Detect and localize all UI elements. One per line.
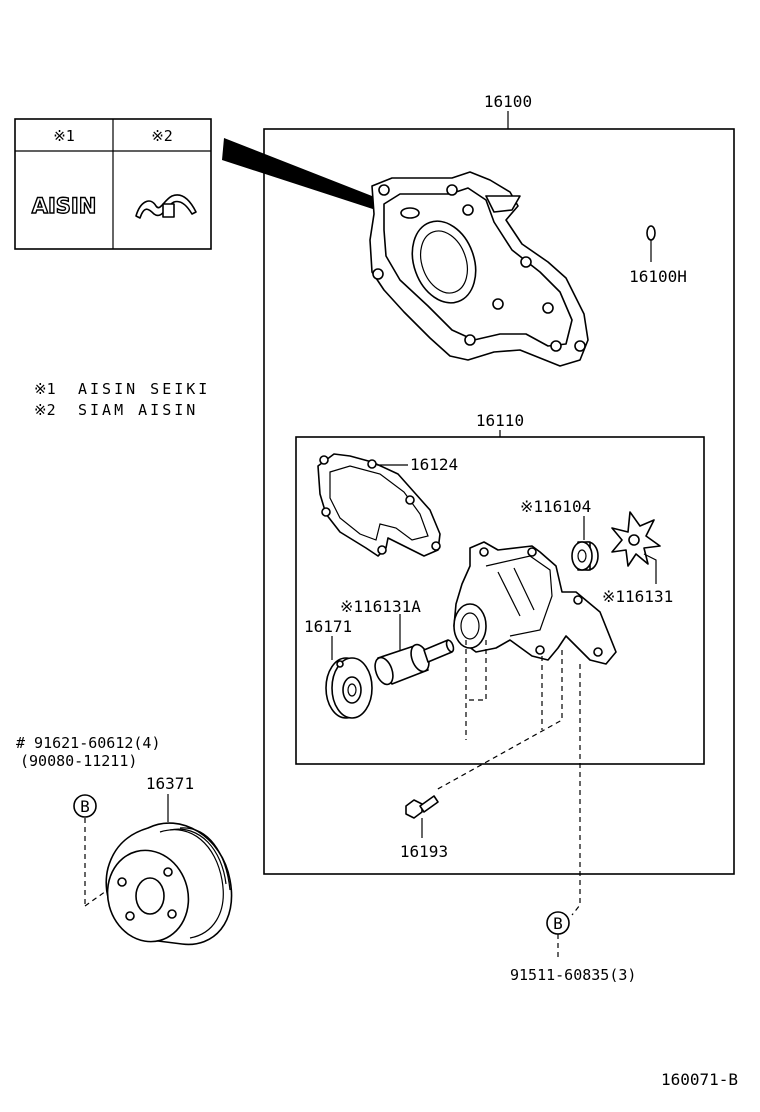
bolt-16193	[405, 795, 439, 819]
seat-16171	[325, 657, 373, 719]
bolt-alignment-lines	[435, 640, 581, 916]
pulley-bolt-label-2: (90080-11211)	[20, 752, 137, 770]
gasket-16124	[317, 453, 441, 557]
part-label-16100: 16100	[484, 92, 532, 111]
manufacturer-legend-table: ※1 ※2 AISIN	[14, 118, 212, 250]
part-label-16104: ※116104	[520, 497, 591, 516]
legend-note-2-text: SIAM AISIN	[78, 401, 198, 419]
seal-16104	[571, 541, 599, 571]
pump-body	[453, 541, 617, 665]
callout-b-pulley-icon	[73, 794, 97, 818]
part-label-16124: 16124	[410, 455, 458, 474]
callout-b-pulley-letter: B	[80, 797, 90, 816]
part-label-16171: 16171	[304, 617, 352, 636]
legend-note-2-mark: ※2	[34, 401, 56, 419]
legend-note-1-mark: ※1	[34, 380, 56, 398]
legend-header-1: ※1	[53, 127, 75, 145]
pump-cover-plate	[369, 171, 589, 367]
pulley-16371	[105, 822, 233, 946]
legend-header-2: ※2	[151, 127, 173, 145]
pulley-bolt-label-1: # 91621-60612(4)	[16, 734, 161, 752]
rotor-16131	[611, 511, 661, 567]
assembly-16100-box: 16100	[263, 92, 735, 875]
callout-b-stud-letter: B	[553, 914, 563, 933]
aisin-logo: AISIN	[32, 194, 97, 218]
pointer-arrow-icon	[222, 138, 382, 212]
siam-aisin-logo-icon	[135, 194, 197, 219]
part-label-16371: 16371	[146, 774, 194, 793]
part-label-16131a: ※116131A	[340, 597, 421, 616]
stud-bolt-label: 91511-60835(3)	[510, 966, 636, 984]
part-label-16131: ※116131	[602, 587, 673, 606]
part-label-16193: 16193	[400, 842, 448, 861]
shaft-bearing-16131a	[374, 639, 455, 686]
legend-note-1-text: AISIN SEIKI	[78, 380, 210, 398]
part-label-16100h: 16100H	[629, 267, 687, 286]
part-label-16110: 16110	[476, 411, 524, 430]
sub-assembly-16110-box: 16110	[295, 411, 705, 765]
figure-id: 160071-B	[661, 1070, 738, 1089]
plug-16100h	[646, 225, 656, 241]
